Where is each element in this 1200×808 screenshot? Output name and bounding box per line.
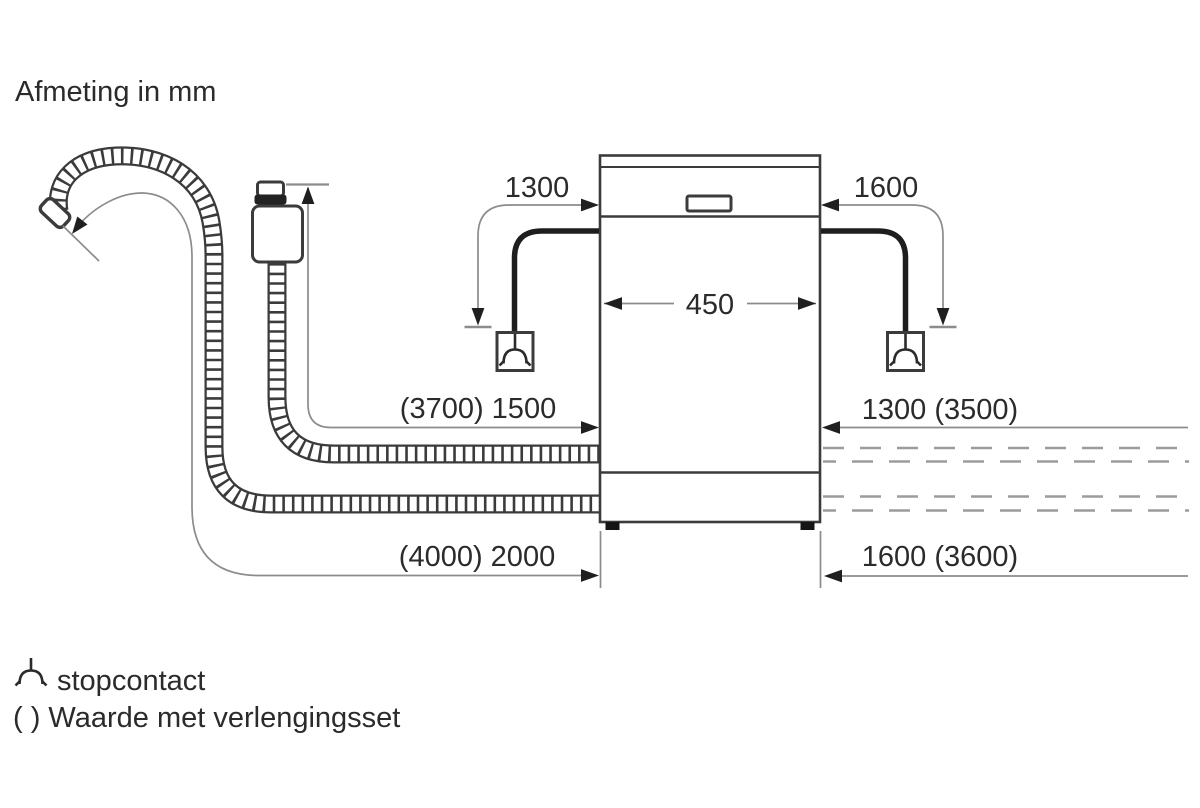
dim-cord-right xyxy=(837,204,944,309)
dim-supply-left xyxy=(307,188,584,429)
foot-left xyxy=(605,522,620,530)
socket-box-left xyxy=(495,331,535,372)
door-handle xyxy=(685,194,733,213)
valve-box xyxy=(251,204,304,264)
dimension-lines xyxy=(62,183,1188,588)
legend-extension-note: ( ) Waarde met verlengingsset xyxy=(13,702,400,734)
socket-box-right xyxy=(886,331,925,372)
label-cord-left: 1300 xyxy=(505,172,570,204)
arrow-cord-right-wall xyxy=(821,198,839,212)
label-appliance-width: 450 xyxy=(686,289,734,321)
foot-right xyxy=(800,522,815,530)
extension-hose-dashes xyxy=(823,446,1189,512)
supply-hose xyxy=(267,263,599,464)
dishwasher xyxy=(598,154,822,530)
label-drain-right: 1600 (3600) xyxy=(862,541,1018,573)
arrow-cord-left-down xyxy=(471,308,485,326)
stopcontact-icon xyxy=(889,334,922,367)
label-supply-right: 1300 (3500) xyxy=(862,394,1018,426)
drain-hose-end-cap xyxy=(38,196,72,230)
legend: stopcontact ( ) Waarde met verlengingsse… xyxy=(13,658,400,734)
power-cord-left xyxy=(511,228,599,332)
dim-cord-left xyxy=(477,204,583,309)
arrow-width-left xyxy=(604,297,622,310)
stopcontact-icon xyxy=(498,334,532,367)
diagram-title: Afmeting in mm xyxy=(15,76,216,108)
arrow-drain-end xyxy=(72,216,88,234)
arrow-cord-right-down xyxy=(936,308,950,326)
arrow-cord-left-wall xyxy=(581,198,599,212)
arrow-supply-wall xyxy=(581,421,599,434)
tap-cap xyxy=(256,180,285,198)
arrow-supply-right xyxy=(822,421,840,434)
label-drain-left: (4000) 2000 xyxy=(399,541,555,573)
arrow-supply-up xyxy=(301,186,315,204)
drain-hose xyxy=(48,146,599,514)
legend-socket-label: stopcontact xyxy=(57,665,205,697)
label-supply-left: (3700) 1500 xyxy=(400,393,556,425)
tap-seal-band xyxy=(254,194,287,205)
arrow-width-right xyxy=(798,297,816,310)
dim-drain-left xyxy=(73,192,584,577)
label-cord-right: 1600 xyxy=(854,172,919,204)
drain-end-witness-line xyxy=(62,225,100,262)
power-cord-right xyxy=(821,228,909,332)
arrow-drain-wall xyxy=(581,569,599,582)
arrow-drain-right xyxy=(824,569,842,583)
stopcontact-icon xyxy=(14,658,48,687)
dimension-arrowheads xyxy=(72,186,950,583)
aquastop-valve xyxy=(251,180,304,264)
